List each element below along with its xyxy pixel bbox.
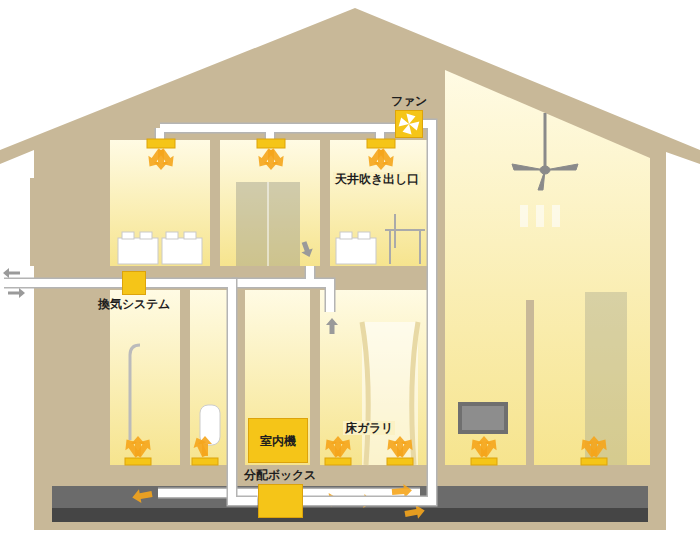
window-curtain (362, 322, 418, 465)
fan-square (395, 110, 423, 138)
duct-connector (146, 283, 258, 501)
box-square (122, 271, 146, 295)
fan-blades (399, 114, 420, 135)
airflow-arrows (144, 146, 398, 170)
outlet-label: 天井吹き出し口 (333, 172, 421, 186)
tv-icon (458, 402, 508, 434)
house-outline (0, 8, 700, 530)
box-square (258, 484, 303, 518)
room (445, 70, 650, 465)
airflow-arrows (121, 435, 611, 521)
duct-core (303, 124, 433, 501)
grille-label: 床ガラリ (343, 421, 395, 435)
partition-wall (526, 300, 534, 465)
duct-outline (303, 124, 433, 501)
fan-box: ファン (391, 94, 427, 138)
duct-connector (303, 124, 433, 501)
foundation (45, 478, 655, 528)
fan-icon (396, 111, 422, 137)
room (220, 140, 320, 266)
node-label: ファン (391, 94, 427, 108)
window-icon (520, 205, 560, 227)
node-label: 換気システム (98, 297, 170, 311)
shower-icon (130, 345, 140, 440)
room (320, 290, 435, 465)
desk-icon (385, 214, 425, 264)
floor-grille (125, 458, 607, 465)
duct (4, 128, 420, 493)
room (330, 140, 432, 266)
room (245, 290, 310, 465)
duct-core (146, 283, 258, 501)
ceiling-fan (512, 113, 578, 190)
node-label: 分配ボックス (244, 468, 316, 482)
ceiling-outlet (147, 139, 395, 148)
ventilation-box: 換気システム (98, 271, 170, 311)
room (190, 290, 230, 465)
door-icon (585, 292, 627, 465)
distribution-box: 分配ボックス (244, 468, 316, 518)
duct-outline (146, 283, 258, 501)
crawl-space-floor (52, 508, 648, 522)
balcony-rail (30, 178, 36, 266)
door-icon (236, 182, 300, 266)
room (110, 290, 180, 465)
indoor-unit-box: 室内機 (248, 418, 308, 463)
ventilation-arrows (3, 240, 338, 334)
room (110, 140, 210, 266)
node-label: 室内機 (260, 434, 296, 448)
